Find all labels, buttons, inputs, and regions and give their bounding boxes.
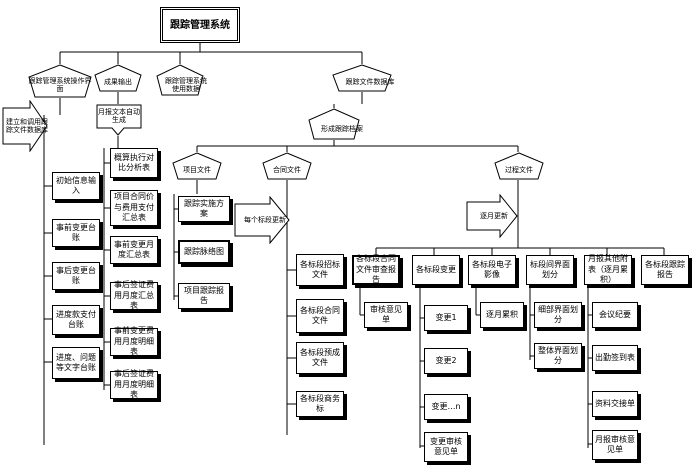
process-item: 资料交接单 — [592, 391, 638, 417]
project-file-item: 项目跟踪报告 — [178, 283, 230, 309]
process-column-header: 月报其他附表（逐月累积） — [584, 254, 632, 285]
process-item: 变更…n — [424, 394, 468, 420]
ledger-item: 进度、问题等文字台账 — [52, 347, 100, 379]
process-column-header: 各标段电子影像 — [468, 255, 516, 285]
right-arrow-shape — [2, 100, 48, 152]
system-title: 跟踪管理系统 — [160, 7, 240, 43]
down-arrow-shape — [96, 104, 142, 136]
monthly-report-item: 事前变更费用月度明细表 — [110, 326, 158, 356]
project-file-item: 跟踪脉络图 — [178, 240, 230, 264]
ledger-item: 进度款支付台账 — [52, 305, 100, 335]
process-item: 出勤签到表 — [592, 345, 638, 371]
process-column-header: 各标段跟踪报告 — [641, 255, 689, 285]
process-column-header: 各标段变更 — [412, 255, 460, 285]
monthly-report-item: 事后签证费用月度汇总表 — [110, 280, 158, 310]
contract-file-item: 各标段合同文件 — [296, 299, 344, 333]
output-pentagon: 成果输出 — [94, 64, 142, 92]
usage-data-pentagon: 跟踪管理系统使用数据 — [156, 64, 207, 96]
monthly-report-item: 事后签证费用月度明细表 — [110, 369, 158, 399]
process-item: 变更2 — [424, 348, 468, 374]
archive-pentagon: 形成跟踪档案 — [308, 108, 363, 140]
process-item: 整体界面划分 — [534, 343, 582, 369]
pentagon-shape — [172, 152, 222, 180]
process-item: 变更1 — [424, 305, 468, 331]
process-item: 审核意见单 — [364, 302, 408, 328]
process-column-header: 标段间界面划分 — [526, 255, 574, 285]
interface-pentagon: 跟踪管理系统操作界面 — [28, 64, 92, 98]
right-arrow-shape — [466, 194, 518, 238]
project-file-item: 跟踪实施方案 — [178, 196, 230, 222]
process-item: 会议纪要 — [592, 302, 638, 328]
ledger-item: 事前变更台账 — [52, 219, 100, 247]
right-arrow-shape — [234, 196, 290, 244]
build-library-arrow: 建立和调用跟踪文件数据库 — [2, 100, 48, 152]
process-item: 变更审核意见单 — [424, 432, 468, 462]
pentagon-shape — [156, 64, 204, 96]
ledger-item: 事后变更台账 — [52, 262, 100, 290]
pentagon-shape — [308, 108, 360, 140]
ledger-item: 初始信息输入 — [52, 172, 100, 200]
contract-file-item: 各标段预成文件 — [296, 342, 344, 374]
library-pentagon: 跟踪文件数据库 — [332, 64, 395, 92]
contract-files-pentagon: 合同文件 — [262, 152, 312, 180]
pentagon-shape — [494, 152, 544, 180]
monthly-report-item: 概算执行对比分析表 — [110, 148, 158, 178]
monthly-report-callout: 月报文本自动生成 — [96, 104, 142, 136]
process-item: 细部界面划分 — [534, 302, 582, 328]
pentagon-shape — [94, 64, 142, 92]
process-update-arrow: 逐月更新 — [466, 194, 518, 238]
project-files-pentagon: 项目文件 — [172, 152, 222, 180]
contract-file-item: 各标段商务标 — [296, 391, 344, 417]
contract-update-arrow: 每个标段更新 — [234, 196, 290, 244]
monthly-report-item: 项目合同价与费用支付汇总表 — [110, 190, 158, 226]
process-item: 逐月累积 — [480, 302, 524, 328]
pentagon-shape — [28, 64, 92, 98]
process-column-header: 各标段合同文件审查报告 — [352, 254, 400, 285]
pentagon-shape — [332, 64, 392, 92]
process-item: 月报审核意见单 — [592, 430, 638, 460]
process-files-pentagon: 过程文件 — [494, 152, 544, 180]
contract-file-item: 各标段招标文件 — [296, 254, 344, 286]
pentagon-shape — [262, 152, 312, 180]
monthly-report-item: 事前变更月度汇总表 — [110, 236, 158, 264]
